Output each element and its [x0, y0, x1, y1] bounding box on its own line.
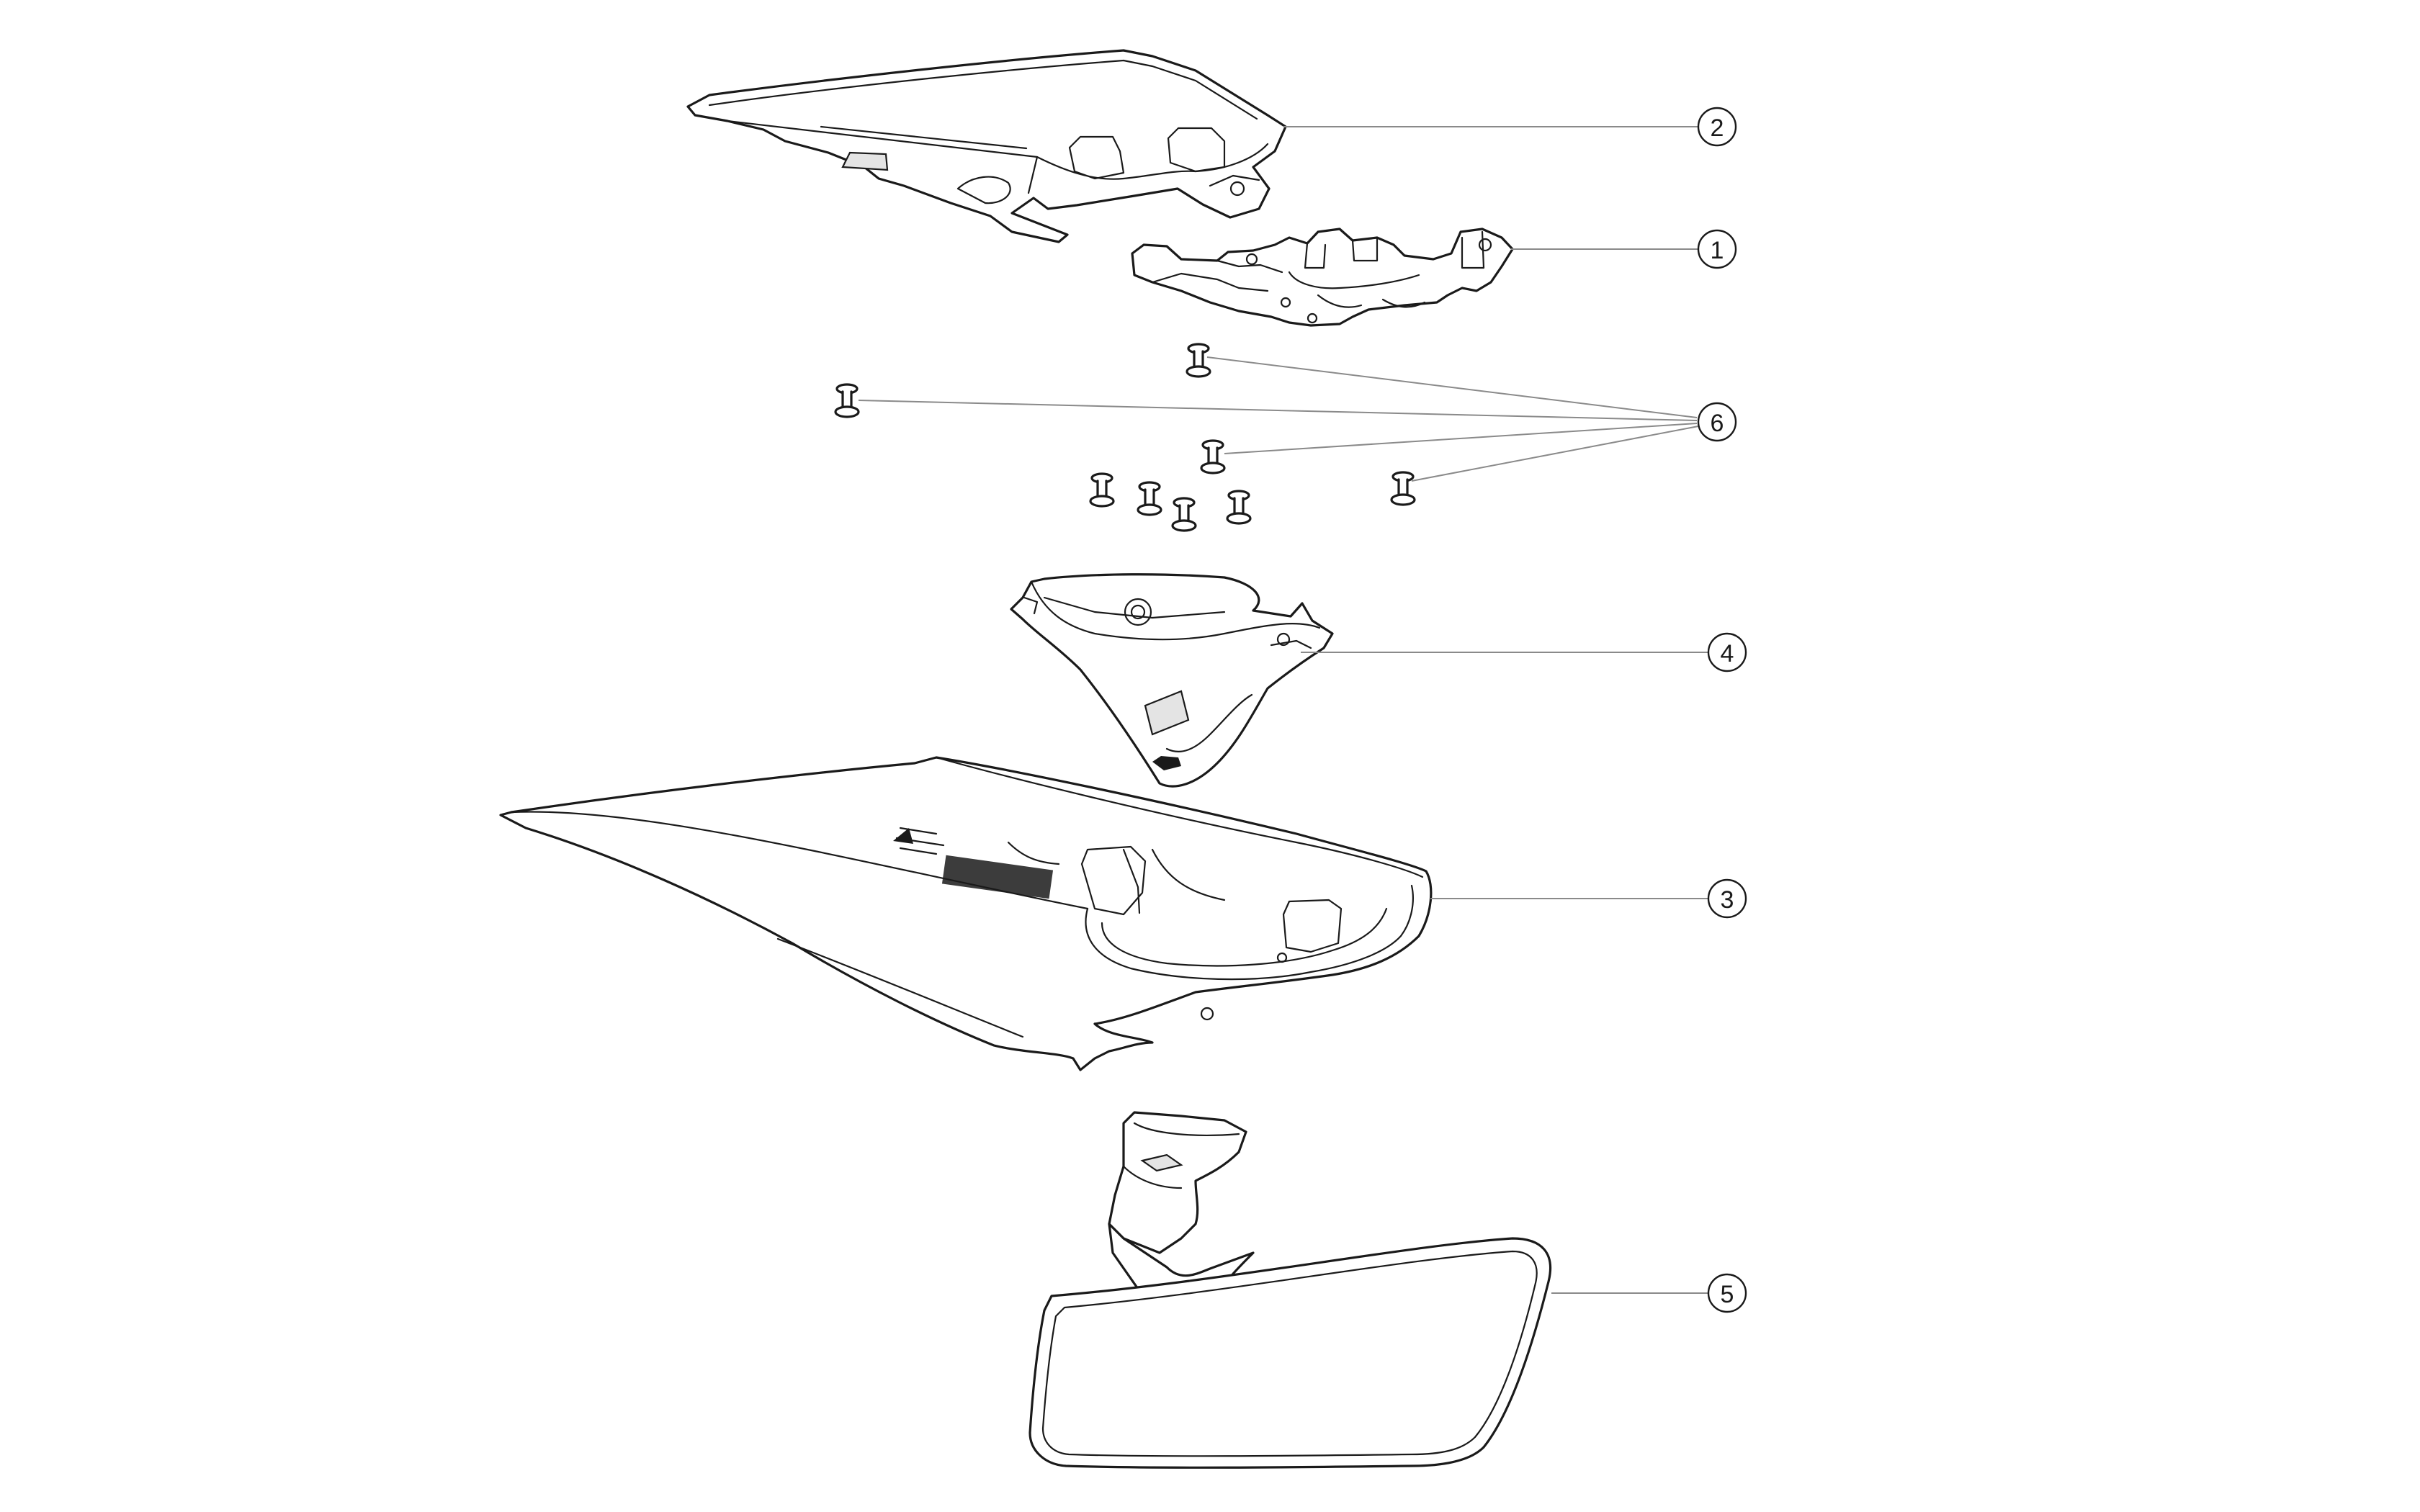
callout-number: 5: [1721, 1281, 1734, 1308]
main-shroud-part: [499, 756, 1433, 1071]
screw: [1171, 497, 1197, 532]
screw: [1137, 481, 1162, 516]
callout-5: 5: [1707, 1273, 1747, 1313]
callout-number: 2: [1711, 114, 1724, 142]
screw: [1200, 439, 1226, 474]
callout-4: 4: [1707, 632, 1747, 672]
callout-number: 4: [1721, 640, 1734, 667]
inner-cover-part: [1010, 573, 1334, 788]
screw: [834, 383, 860, 418]
callout-3: 3: [1707, 878, 1747, 919]
callout-number: 1: [1711, 237, 1724, 264]
callout-number: 6: [1711, 410, 1724, 437]
leader-line-6b: [858, 400, 1698, 421]
screw: [1390, 471, 1416, 506]
mount-bracket-part: [1131, 228, 1514, 327]
rearview-mirror-part: [1028, 1111, 1552, 1469]
screw: [1186, 343, 1211, 378]
callout-2: 2: [1697, 107, 1737, 147]
callout-6: 6: [1697, 402, 1737, 442]
leader-line-6d: [1411, 426, 1699, 482]
screw: [1226, 490, 1252, 525]
leader-line-6c: [1224, 423, 1698, 454]
screw-group: [834, 343, 1416, 532]
label-sticker: [893, 827, 1054, 899]
callout-1: 1: [1697, 229, 1737, 269]
screw: [1089, 472, 1115, 508]
upper-cover-part: [686, 49, 1287, 243]
leader-line-6a: [1206, 356, 1698, 418]
callout-number: 3: [1721, 886, 1734, 914]
leader-lines: [858, 126, 1708, 1294]
